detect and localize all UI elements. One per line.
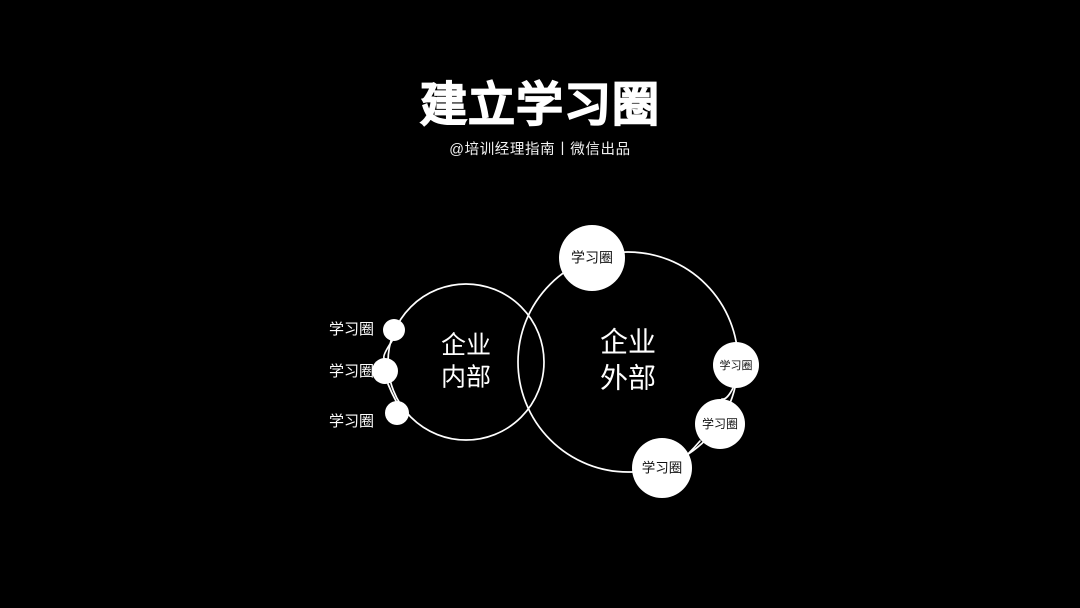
internal-node-label: 学习圈 bbox=[329, 363, 374, 380]
page-subtitle: @培训经理指南丨微信出品 bbox=[449, 142, 631, 158]
internal-node-dot[interactable] bbox=[385, 401, 409, 425]
internal-node-label: 学习圈 bbox=[329, 413, 374, 430]
internal-node-label: 学习圈 bbox=[329, 321, 374, 338]
external-node-bubble[interactable] bbox=[559, 225, 625, 291]
external-connector-2 bbox=[687, 440, 701, 455]
external-node-label: 学习圈 bbox=[720, 358, 753, 372]
ring-caption-line1: 企业 bbox=[600, 327, 656, 358]
ring-caption-line2: 外部 bbox=[600, 363, 656, 394]
internal-node-dot[interactable] bbox=[372, 358, 398, 384]
external-node-label: 学习圈 bbox=[571, 250, 613, 266]
ring-caption-internal: 企业内部 bbox=[441, 331, 491, 391]
external-connector-1 bbox=[721, 387, 734, 400]
ring-caption-external: 企业外部 bbox=[600, 327, 656, 394]
ring-group bbox=[387, 251, 739, 473]
internal-connector-1 bbox=[382, 340, 393, 359]
slide-header: 建立学习圈 @培训经理指南丨微信出品 bbox=[0, 77, 1080, 159]
external-connector-group bbox=[687, 387, 734, 455]
ring-caption-line1: 企业 bbox=[441, 331, 491, 359]
external-node-bubble[interactable] bbox=[632, 438, 692, 498]
external-node-label: 学习圈 bbox=[702, 416, 738, 431]
ring-internal bbox=[387, 283, 545, 441]
page-title: 建立学习圈 bbox=[419, 77, 660, 131]
ring-caption-line2: 内部 bbox=[441, 363, 491, 391]
external-node-bubble[interactable] bbox=[695, 399, 745, 449]
internal-connector-group bbox=[382, 340, 397, 402]
internal-connector-2 bbox=[387, 383, 397, 402]
internal-node-dot[interactable] bbox=[383, 319, 405, 341]
external-node-bubble[interactable] bbox=[713, 342, 759, 388]
external-node-label: 学习圈 bbox=[642, 461, 683, 476]
